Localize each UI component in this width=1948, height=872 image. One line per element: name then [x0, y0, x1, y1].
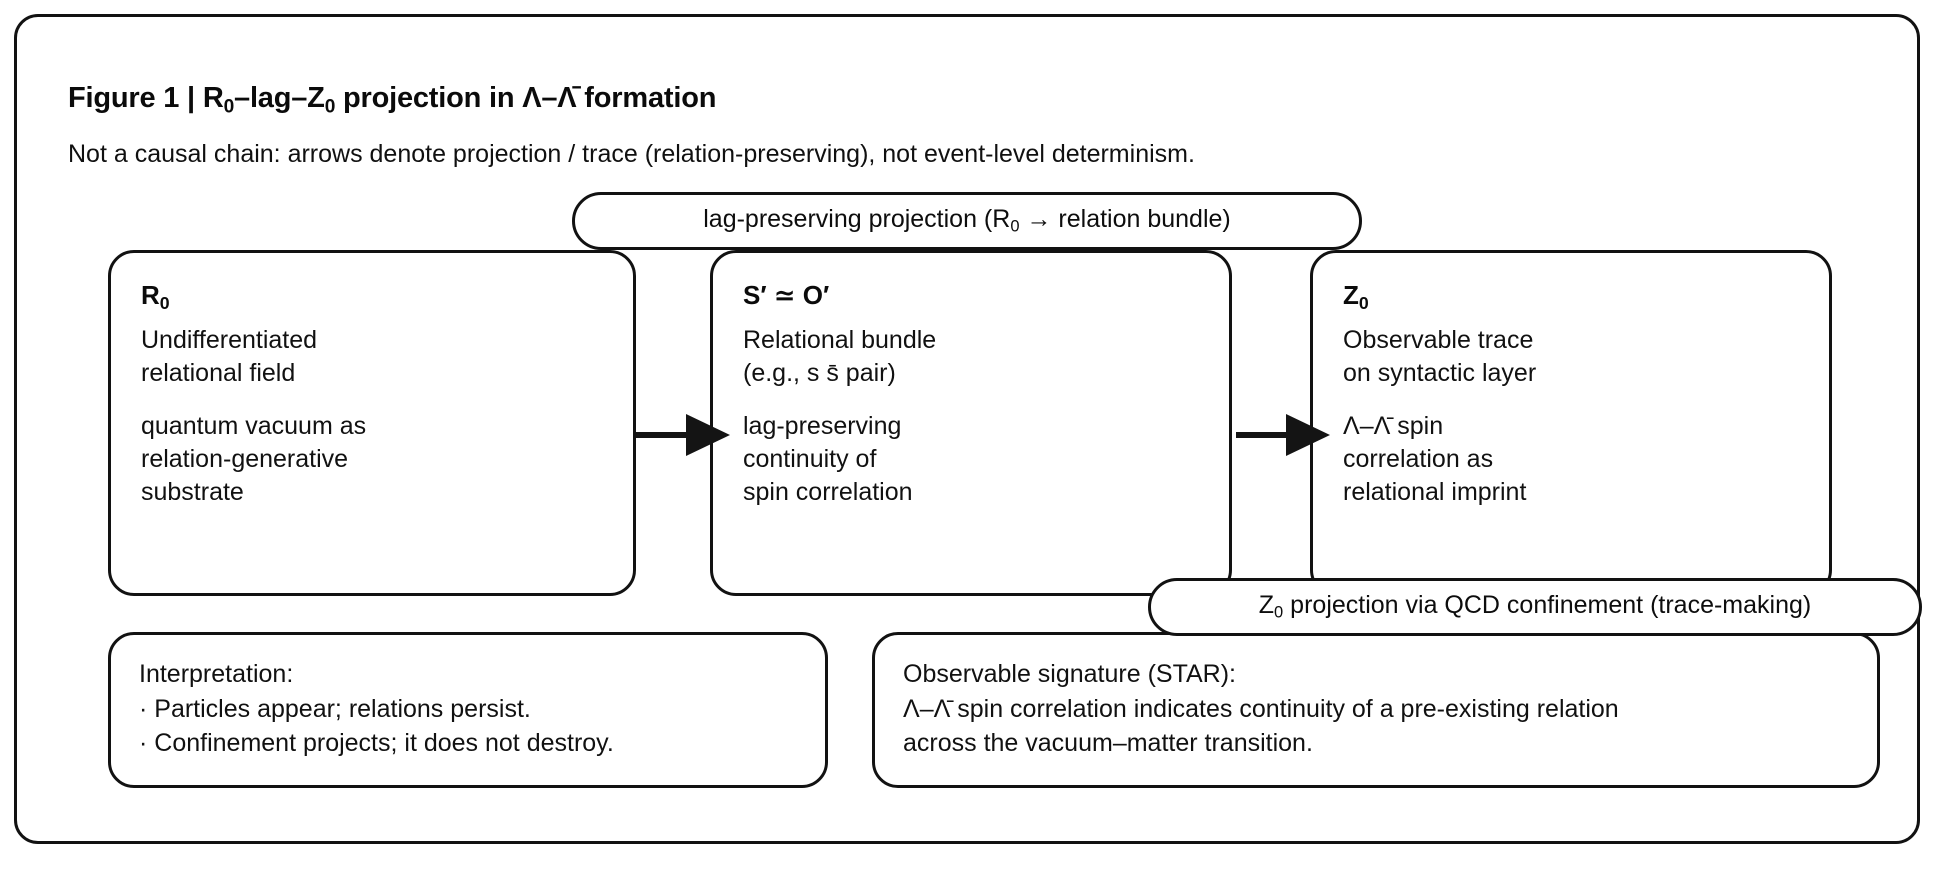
stage-sprime-heading-prefix: S′ ≃ O′ — [743, 280, 830, 310]
figure-title-subscript-1: 0 — [223, 96, 235, 118]
figure-title: Figure 1 | R0–lag–Z0 projection in Λ–Λ̄ … — [68, 82, 716, 118]
stage-box-z0: Z0 Observable trace on syntactic layer Λ… — [1310, 250, 1832, 596]
stage-z0-description: Observable trace on syntactic layer — [1343, 326, 1537, 388]
stage-r0-description: Undifferentiated relational field — [141, 326, 318, 388]
stage-z0-heading: Z0 — [1343, 279, 1799, 314]
stage-sprime-heading: S′ ≃ O′ — [743, 279, 1199, 314]
stage-z0-heading-prefix: Z — [1343, 280, 1359, 310]
pill-bottom-text: Z0 projection via QCD confinement (trace… — [1259, 591, 1811, 623]
figure-title-suffix: projection in Λ–Λ̄ formation — [335, 82, 717, 114]
figure-title-prefix: Figure 1 | R — [68, 82, 224, 114]
pill-bottom-subscript: 0 — [1274, 603, 1284, 622]
pill-top-text: lag-preserving projection (R0 → relation… — [703, 205, 1231, 237]
pill-z0-projection-qcd-confinement: Z0 projection via QCD confinement (trace… — [1148, 578, 1922, 636]
pill-bottom-prefix: Z — [1258, 591, 1275, 620]
pill-top-suffix: → relation bundle) — [1019, 205, 1231, 234]
pill-lag-preserving-projection: lag-preserving projection (R0 → relation… — [572, 192, 1362, 250]
stage-r0-heading-prefix: R — [141, 280, 160, 310]
pill-top-subscript: 0 — [1010, 217, 1020, 236]
pill-bottom-suffix: projection via QCD confinement (trace-ma… — [1283, 591, 1812, 620]
figure-title-middle: –lag–Z — [234, 82, 325, 114]
stage-z0-heading-subscript: 0 — [1358, 292, 1369, 313]
interpretation-box: Interpretation: · Particles appear; rela… — [108, 632, 828, 788]
stage-r0-note: quantum vacuum as relation-generative su… — [141, 412, 367, 507]
figure-title-subscript-2: 0 — [324, 96, 336, 118]
stage-r0-heading: R0 — [141, 279, 603, 314]
observable-line-2: across the vacuum–matter transition. — [903, 729, 1313, 757]
interpretation-bullet-2: · Confinement projects; it does not dest… — [139, 729, 614, 757]
observable-heading: Observable signature (STAR): — [903, 660, 1236, 688]
observable-signature-box: Observable signature (STAR): Λ–Λ̄ spin c… — [872, 632, 1880, 788]
stage-sprime-description: Relational bundle (e.g., s s̄ pair) — [743, 326, 937, 388]
interpretation-heading: Interpretation: — [139, 660, 294, 688]
stage-box-s-prime-o-prime: S′ ≃ O′ Relational bundle (e.g., s s̄ pa… — [710, 250, 1232, 596]
interpretation-bullet-1: · Particles appear; relations persist. — [139, 694, 531, 723]
stage-z0-note: Λ–Λ̄ spin correlation as relational impr… — [1343, 412, 1527, 507]
stage-sprime-note: lag-preserving continuity of spin correl… — [743, 412, 913, 507]
pill-top-prefix: lag-preserving projection (R — [703, 205, 1011, 234]
stage-box-r0: R0 Undifferentiated relational field qua… — [108, 250, 636, 596]
figure-subtitle: Not a causal chain: arrows denote projec… — [68, 140, 1195, 168]
stage-r0-heading-subscript: 0 — [159, 292, 170, 313]
observable-line-1: Λ–Λ̄ spin correlation indicates continui… — [903, 694, 1619, 723]
